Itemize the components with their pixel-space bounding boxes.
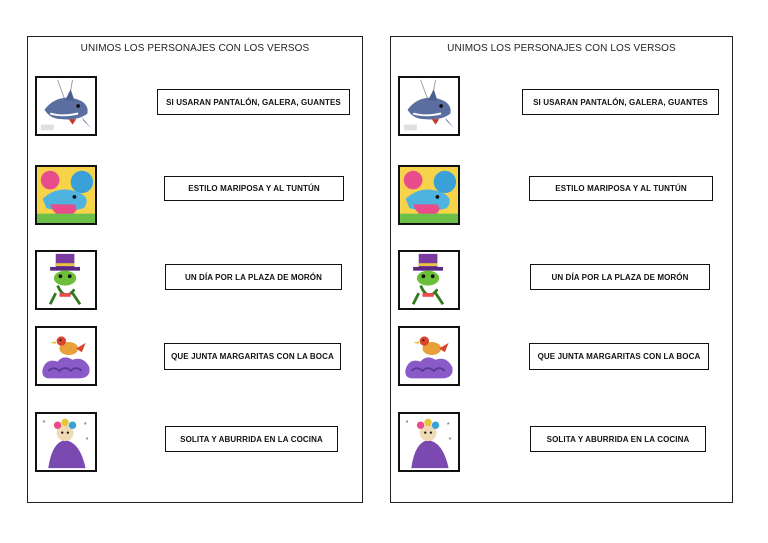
verse-box[interactable]: QUE JUNTA MARGARITAS CON LA BOCA: [529, 343, 709, 370]
svg-text:*: *: [406, 418, 409, 427]
svg-text:*: *: [449, 435, 452, 444]
bird-on-cloud-character-icon: [398, 326, 460, 386]
verse-box[interactable]: SOLITA Y ABURRIDA EN LA COCINA: [165, 426, 338, 452]
shark-character-icon: [398, 76, 460, 136]
verse-box[interactable]: UN DÍA POR LA PLAZA DE MORÓN: [165, 264, 342, 290]
butterfly-fish-character-icon: [398, 165, 460, 225]
verse-box[interactable]: UN DÍA POR LA PLAZA DE MORÓN: [530, 264, 710, 290]
top-hat-frog-character-icon: [35, 250, 97, 310]
worksheet-title: UNIMOS LOS PERSONAJES CON LOS VERSOS: [447, 43, 676, 54]
purple-witch-character-icon: * * *: [398, 412, 460, 472]
verse-box[interactable]: SI USARAN PANTALÓN, GALERA, GUANTES: [522, 89, 719, 115]
bird-on-cloud-character-icon: [35, 326, 97, 386]
verse-box[interactable]: SI USARAN PANTALÓN, GALERA, GUANTES: [157, 89, 350, 115]
worksheet-left: UNIMOS LOS PERSONAJES CON LOS VERSOS SI …: [27, 36, 363, 503]
svg-text:*: *: [447, 420, 450, 429]
svg-text:*: *: [86, 435, 89, 444]
verse-box[interactable]: QUE JUNTA MARGARITAS CON LA BOCA: [164, 343, 341, 370]
top-hat-frog-character-icon: [398, 250, 460, 310]
shark-character-icon: [35, 76, 97, 136]
svg-text:*: *: [84, 420, 87, 429]
worksheet-right: UNIMOS LOS PERSONAJES CON LOS VERSOS SI …: [390, 36, 733, 503]
butterfly-fish-character-icon: [35, 165, 97, 225]
worksheet-title: UNIMOS LOS PERSONAJES CON LOS VERSOS: [80, 43, 310, 54]
purple-witch-character-icon: * * *: [35, 412, 97, 472]
svg-text:*: *: [43, 418, 46, 427]
verse-box[interactable]: ESTILO MARIPOSA Y AL TUNTÚN: [164, 176, 344, 201]
verse-box[interactable]: ESTILO MARIPOSA Y AL TUNTÚN: [529, 176, 713, 201]
verse-box[interactable]: SOLITA Y ABURRIDA EN LA COCINA: [530, 426, 706, 452]
